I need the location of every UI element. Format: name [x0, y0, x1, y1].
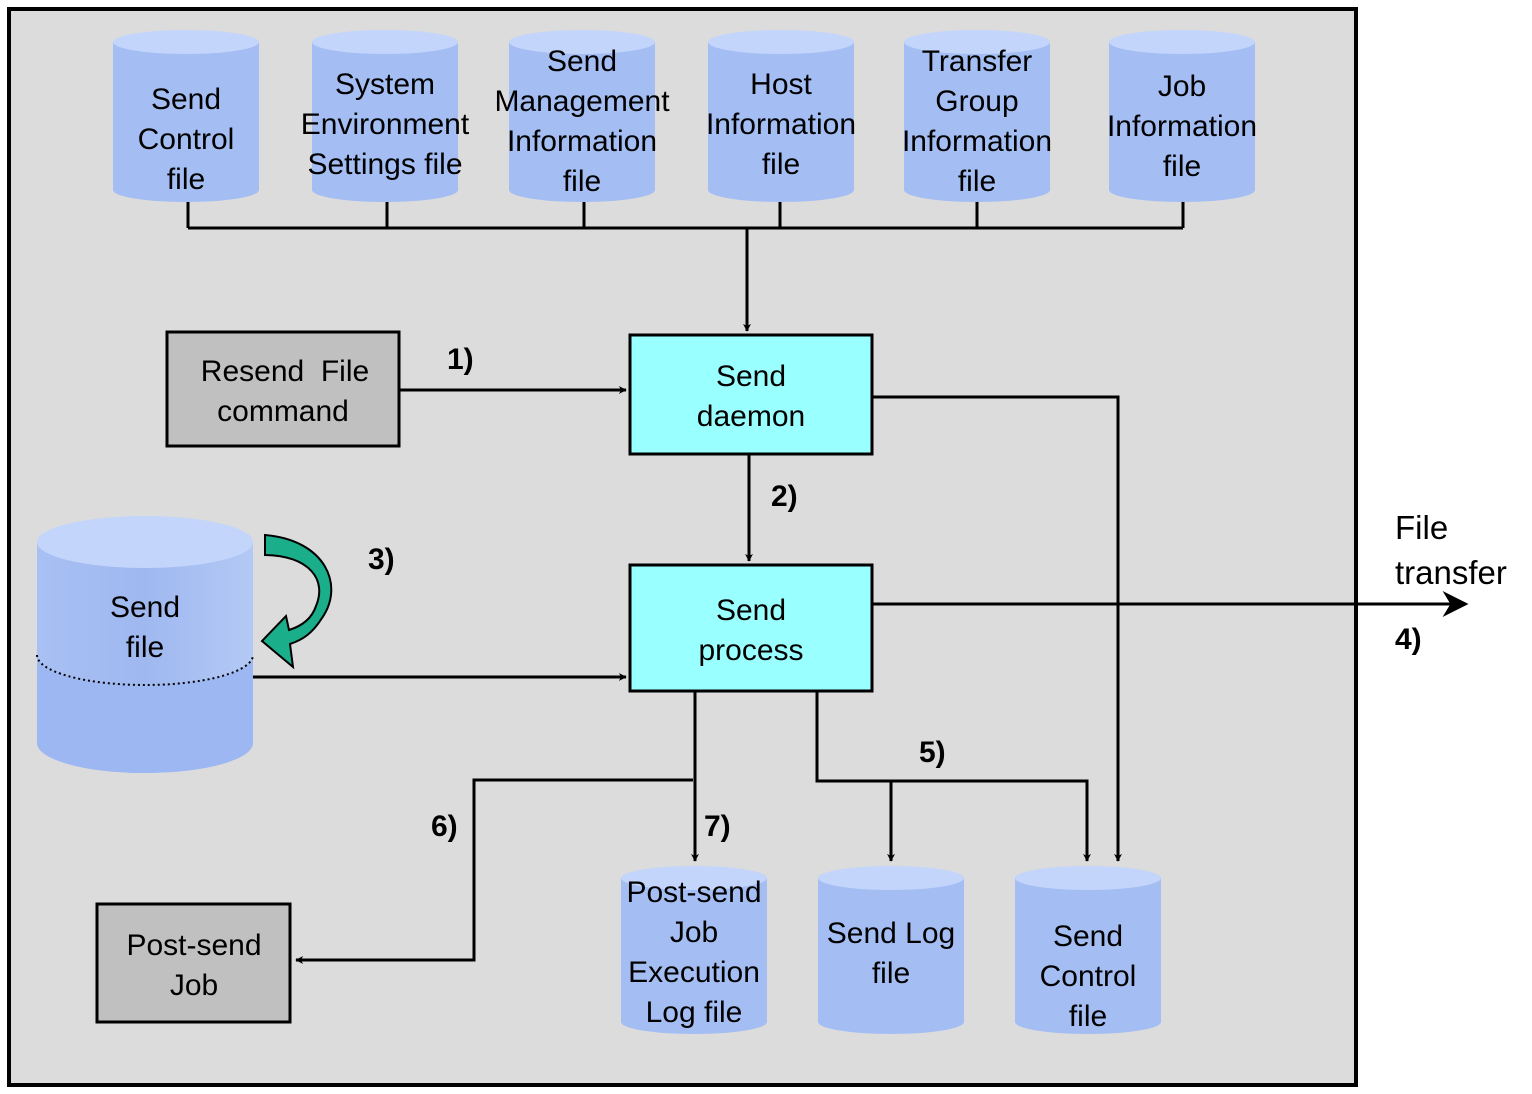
send-file-line-2: file	[126, 631, 164, 664]
send-management-information-file-cylinder-line-3: Information	[507, 125, 657, 158]
system-environment-settings-file-cylinder-line-1: System	[335, 68, 435, 101]
send-daemon-line-1: Send	[716, 360, 786, 393]
step-7-label: 7)	[704, 810, 731, 843]
system-environment-settings-file-cylinder-line-3: Settings file	[307, 148, 462, 181]
send-daemon-line-2: daemon	[697, 400, 805, 433]
transfer-group-information-file-cylinder-line-4: file	[958, 165, 996, 198]
host-information-file-cylinder-line-1: Host	[750, 68, 812, 101]
send-control-file-cylinder-line-3: file	[167, 163, 205, 196]
job-information-file-cylinder-line-2: Information	[1107, 110, 1257, 143]
host-information-file-cylinder-line-3: file	[762, 148, 800, 181]
transfer-group-information-file-cylinder-line-3: Information	[902, 125, 1052, 158]
send-control-file-cylinder-line-2: Control	[138, 123, 235, 156]
send-control-file-bottom-cylinder-line-1: Send	[1053, 920, 1123, 953]
send-control-file-bottom-cylinder-line-2: Control	[1040, 960, 1137, 993]
resend-command-line-2: command	[217, 395, 349, 428]
send-management-information-file-cylinder-line-4: file	[563, 165, 601, 198]
send-management-information-file-cylinder-line-1: Send	[547, 45, 617, 78]
send-daemon-box: Send daemon	[628, 333, 874, 456]
curved-arrow-icon	[260, 533, 333, 670]
step-5-label: 5)	[919, 736, 946, 769]
post-send-job-execution-log-file-cylinder-line-2: Job	[670, 916, 718, 949]
send-process-line-1: Send	[716, 594, 786, 627]
send-process-line-2: process	[698, 634, 803, 667]
job-information-file-cylinder-line-3: file	[1163, 150, 1201, 183]
flow-connectors	[253, 386, 1469, 964]
send-process-box: Send process	[628, 563, 874, 693]
post-send-job-execution-log-file-cylinder-line-1: Post-send	[626, 876, 761, 909]
step-4-label: 4)	[1395, 623, 1422, 656]
post-send-job-line-2: Job	[170, 969, 218, 1002]
send-log-file-cylinder-line-2: file	[872, 957, 910, 990]
transfer-group-information-file-cylinder-line-1: Transfer	[922, 45, 1033, 78]
resend-file-command-box: Resend File command	[165, 330, 401, 448]
transfer-group-information-file-cylinder-line-2: Group	[935, 85, 1018, 118]
send-file-cylinder: Send file	[36, 516, 254, 773]
send-log-file-cylinder-line-1: Send Log	[827, 917, 955, 950]
resend-command-line-1: Resend File	[201, 355, 369, 388]
post-send-job-execution-log-file-cylinder-line-3: Execution	[628, 956, 760, 989]
host-information-file-cylinder-line-2: Information	[706, 108, 856, 141]
system-environment-settings-file-cylinder-line-2: Environment	[301, 108, 470, 141]
post-send-job-line-1: Post-send	[126, 929, 261, 962]
step-3-label: 3)	[368, 543, 395, 576]
send-log-file-cylinder: Send Log file	[818, 866, 964, 1034]
send-control-file-cylinder-line-1: Send	[151, 83, 221, 116]
step-6-label: 6)	[431, 810, 458, 843]
send-file-line-1: Send	[110, 591, 180, 624]
post-send-job-execution-log-file-cylinder-line-4: Log file	[646, 996, 743, 1029]
send-management-information-file-cylinder-line-2: Management	[494, 85, 670, 118]
step-2-label: 2)	[771, 480, 798, 513]
job-information-file-cylinder-line-1: Job	[1158, 70, 1206, 103]
file-transfer-line-1: File	[1395, 509, 1448, 546]
file-transfer-line-2: transfer	[1395, 554, 1507, 591]
send-control-file-bottom-cylinder-line-3: file	[1069, 1000, 1107, 1033]
post-send-job-box: Post-send Job	[95, 902, 292, 1024]
step-1-label: 1)	[447, 343, 474, 376]
top-bus-connector	[186, 202, 1185, 332]
